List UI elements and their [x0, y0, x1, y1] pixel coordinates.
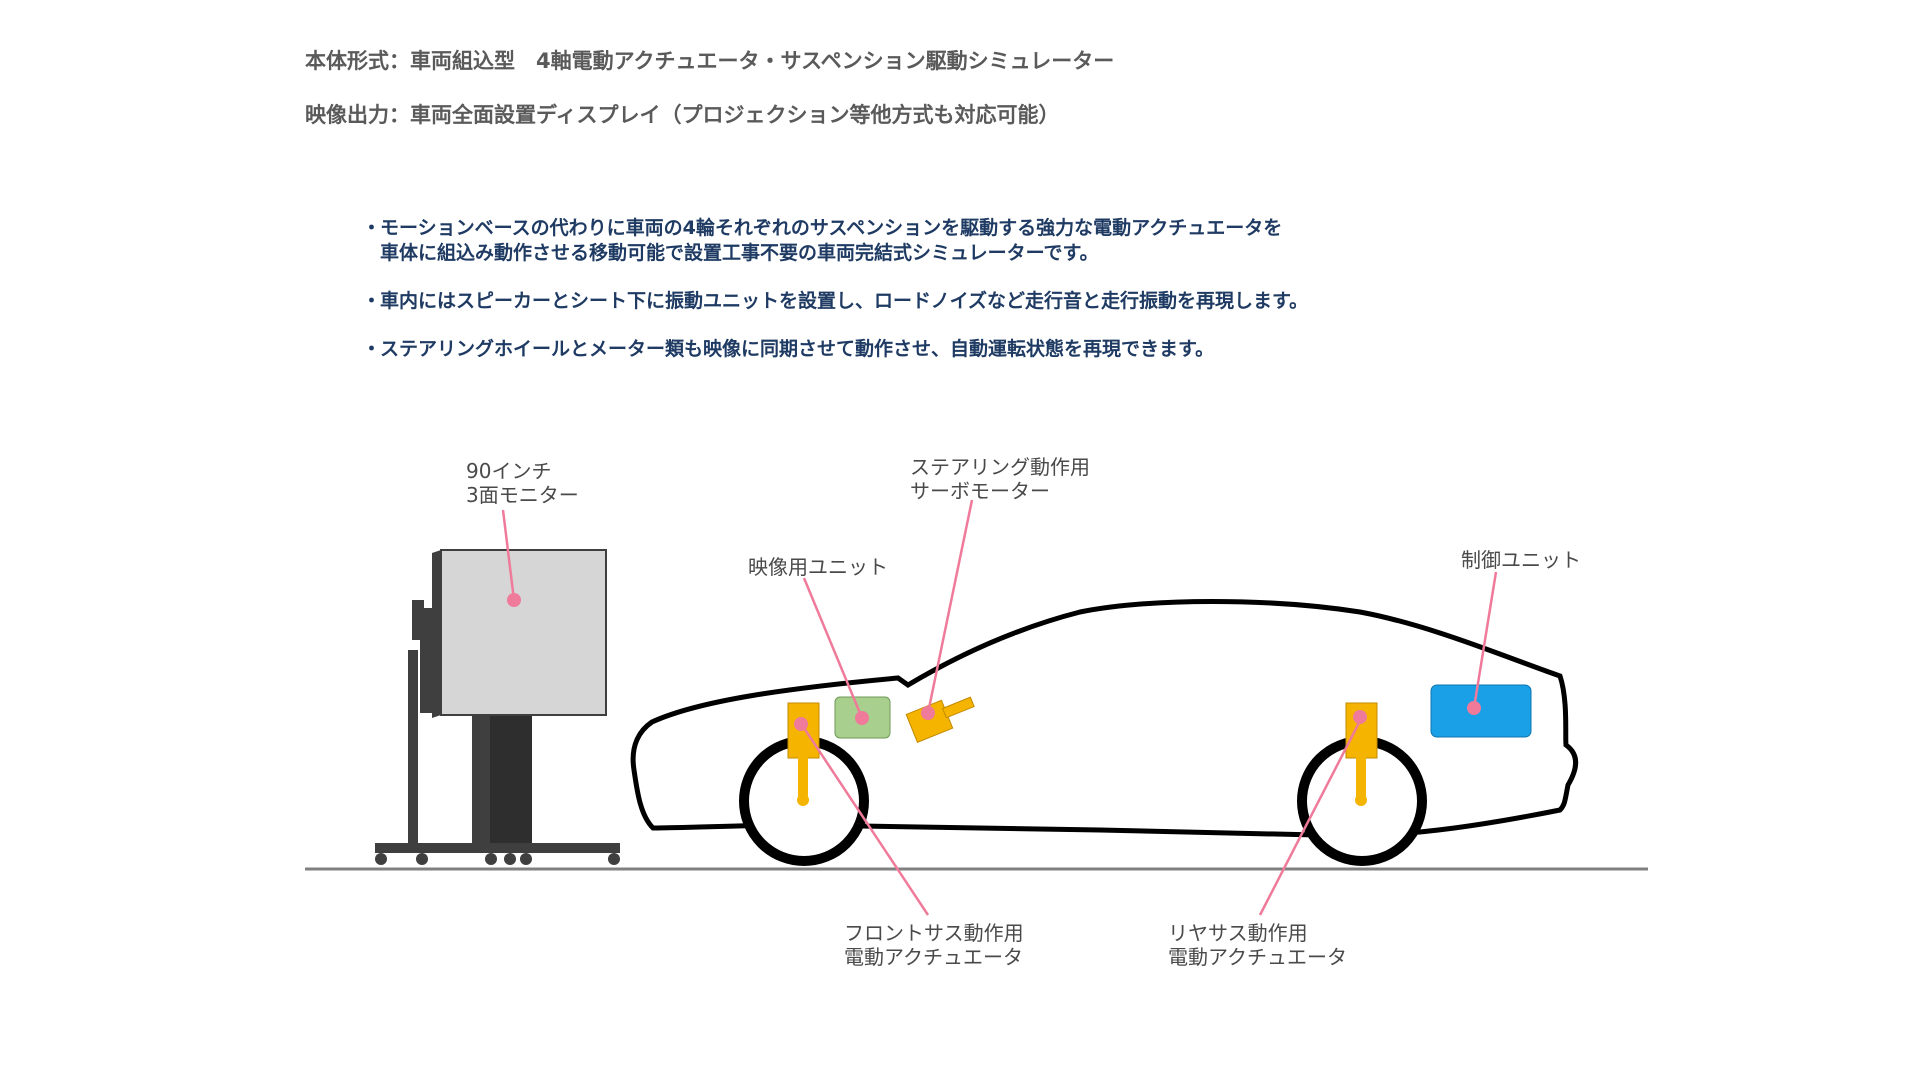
caster-wheel: [416, 853, 428, 865]
control-unit: [1430, 684, 1532, 738]
label-control-unit: 制御ユニット: [1461, 548, 1581, 572]
leader-dot: [1353, 710, 1367, 724]
caster-wheel: [504, 853, 516, 865]
label-steering-servo: ステアリング動作用: [910, 455, 1090, 479]
caster-wheel: [485, 853, 497, 865]
leader-line-rear-actuator: [1258, 716, 1364, 916]
leader-lines: [501, 499, 1498, 916]
servo-shaft: [941, 696, 975, 719]
caster-wheel: [520, 853, 532, 865]
stand-post: [472, 710, 492, 845]
leader-dot: [921, 706, 935, 720]
feature-list: ・ モーションベースの代わりに車両の4輪それぞれのサスペンションを駆動する強力な…: [362, 216, 1308, 385]
actuator-rod: [798, 756, 808, 796]
label-monitor: 3面モニター: [466, 483, 579, 507]
stand-bracket: [420, 608, 434, 713]
actuator-joint: [1355, 794, 1367, 806]
label-front-actuator: フロントサス動作用: [844, 921, 1024, 945]
leader-dots: [507, 593, 1481, 731]
stand-rear-post: [408, 650, 418, 850]
monitor: [432, 549, 607, 718]
leader-line-servo: [926, 499, 974, 714]
label-rear-actuator: 電動アクチュエータ: [1168, 945, 1347, 969]
bullet-mark: ・: [362, 338, 382, 360]
rear-actuator: [1345, 702, 1378, 806]
leader-line-video: [802, 577, 864, 719]
leader-dot: [855, 711, 869, 725]
feature-text: ステアリングホイールとメーター類も映像に同期させて動作させ、自動運転状態を再現で…: [380, 338, 1215, 360]
stand-post: [490, 710, 532, 845]
leader-line-control: [1472, 571, 1498, 709]
feature-text: 車体に組込み動作させる移動可能で設置工事不要の車両完結式シミュレーターです。: [380, 242, 1099, 264]
label-rear-actuator: リヤサス動作用: [1168, 921, 1308, 945]
caster-wheel: [608, 853, 620, 865]
caster-wheel: [375, 853, 387, 865]
monitor-screen: [440, 549, 607, 716]
label-video-unit: 映像用ユニット: [748, 555, 888, 579]
monitor-stand: [375, 600, 620, 865]
bullet-mark: ・: [362, 290, 382, 312]
feature-item: ・ モーションベースの代わりに車両の4輪それぞれのサスペンションを駆動する強力な…: [362, 216, 1308, 266]
label-monitor: 90インチ: [466, 459, 551, 483]
label-front-actuator: 電動アクチュエータ: [844, 945, 1023, 969]
leader-line-monitor: [501, 509, 516, 601]
bullet-mark: ・: [362, 217, 382, 239]
spec-video-output: 映像出力：車両全面設置ディスプレイ（プロジェクション等他方式も対応可能）: [305, 103, 1060, 127]
monitor-side-panel: [432, 550, 441, 718]
spec-body-type: 本体形式：車両組込型 4軸電動アクチュエータ・サスペンション駆動シミュレーター: [305, 49, 1115, 73]
feature-item: ・ 車内にはスピーカーとシート下に振動ユニットを設置し、ロードノイズなど走行音と…: [362, 289, 1308, 314]
feature-text: 車内にはスピーカーとシート下に振動ユニットを設置し、ロードノイズなど走行音と走行…: [380, 290, 1309, 312]
actuator-joint: [797, 794, 809, 806]
stand-base: [375, 843, 620, 853]
label-steering-servo: サーボモーター: [910, 479, 1050, 503]
leader-dot: [1467, 701, 1481, 715]
leader-dot: [794, 717, 808, 731]
feature-text: モーションベースの代わりに車両の4輪それぞれのサスペンションを駆動する強力な電動…: [380, 217, 1283, 239]
leader-dot: [507, 593, 521, 607]
steering-servo-motor: [905, 696, 975, 743]
feature-item: ・ ステアリングホイールとメーター類も映像に同期させて動作させ、自動運転状態を再…: [362, 337, 1308, 362]
leader-line-front-actuator: [798, 721, 930, 916]
actuator-rod: [1356, 756, 1366, 796]
